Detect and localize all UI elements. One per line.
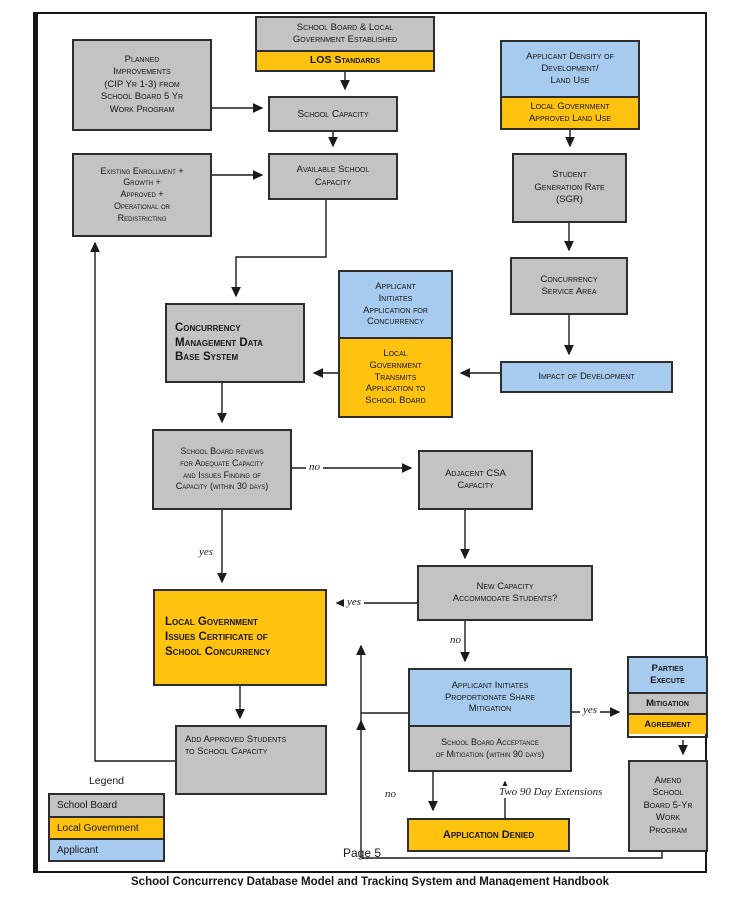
box-cmdbs: Concurrency Management Data Base System <box>165 303 305 383</box>
box-parties-execute-bottom: Agreement <box>629 713 706 734</box>
legend-item-school-board: School Board <box>50 795 163 816</box>
edge-label-yes-certificate: yes <box>196 546 217 559</box>
box-los-standards: School Board & Local Government Establis… <box>255 16 435 72</box>
edge-label-yes-new-capacity: yes <box>344 596 365 609</box>
box-applicant-initiates-application-bottom: Local Government Transmits Application t… <box>340 337 451 416</box>
box-applicant-density-top: Applicant Density of Development/ Land U… <box>502 42 638 96</box>
box-existing-enrollment: Existing Enrollment + Growth + Approved … <box>72 153 212 237</box>
edge-label-no-denied: no <box>382 788 399 801</box>
legend: School Board Local Government Applicant <box>48 793 165 862</box>
box-add-approved-students: Add Approved Students to School Capacity <box>175 725 327 795</box>
legend-item-local-government: Local Government <box>50 816 163 838</box>
box-los-standards-bottom: LOS Standards <box>257 50 433 70</box>
box-impact-of-development: Impact of Development <box>500 361 673 393</box>
box-los-standards-top: School Board & Local Government Establis… <box>257 18 433 50</box>
box-proportionate-share-mitigation: Applicant Initiates Proportionate Share … <box>408 668 572 772</box>
box-applicant-initiates-application-top: Applicant Initiates Application for Conc… <box>340 272 451 337</box>
box-parties-execute-agreement: Parties Execute Mitigation Agreement <box>627 656 708 738</box>
box-parties-execute-middle: Mitigation <box>629 692 706 713</box>
page-number: Page 5 <box>343 846 382 860</box>
box-proportionate-share-mitigation-top: Applicant Initiates Proportionate Share … <box>410 670 570 725</box>
legend-item-applicant: Applicant <box>50 838 163 860</box>
legend-title: Legend <box>88 775 125 787</box>
box-applicant-initiates-application: Applicant Initiates Application for Conc… <box>338 270 453 418</box>
box-new-capacity: New Capacity Accommodate Students? <box>417 565 593 621</box>
box-available-school-capacity: Available School Capacity <box>268 153 398 200</box>
box-certificate-of-concurrency: Local Government Issues Certificate of S… <box>153 589 327 686</box>
box-amend-work-program: Amend School Board 5-Yr Work Program <box>628 760 708 852</box>
edge-label-yes-parties: yes <box>580 704 601 717</box>
box-student-generation-rate: Student Generation Rate (SGR) <box>512 153 627 223</box>
box-adjacent-csa: Adjacent CSA Capacity <box>418 450 533 510</box>
box-applicant-density-bottom: Local Government Approved Land Use <box>502 96 638 128</box>
diagram-border <box>33 12 707 873</box>
box-application-denied: Application Denied <box>407 818 570 852</box>
document-title-footer: School Concurrency Database Model and Tr… <box>131 876 609 886</box>
edge-label-extensions: Two 90 Day Extensions <box>496 786 606 799</box>
box-concurrency-service-area: Concurrency Service Area <box>510 257 628 315</box>
box-school-capacity: School Capacity <box>268 96 398 132</box>
edge-label-no-mitigation: no <box>447 634 464 647</box>
edge-label-no-adjacent: no <box>306 461 323 474</box>
box-school-board-reviews: School Board reviews for Adequate Capaci… <box>152 429 292 510</box>
box-parties-execute-top: Parties Execute <box>629 658 706 692</box>
box-applicant-density: Applicant Density of Development/ Land U… <box>500 40 640 130</box>
box-planned-improvements: Planned Improvements (CIP Yr 1-3) from S… <box>72 39 212 131</box>
box-proportionate-share-mitigation-bottom: School Board Acceptance of Mitigation (w… <box>410 725 570 770</box>
